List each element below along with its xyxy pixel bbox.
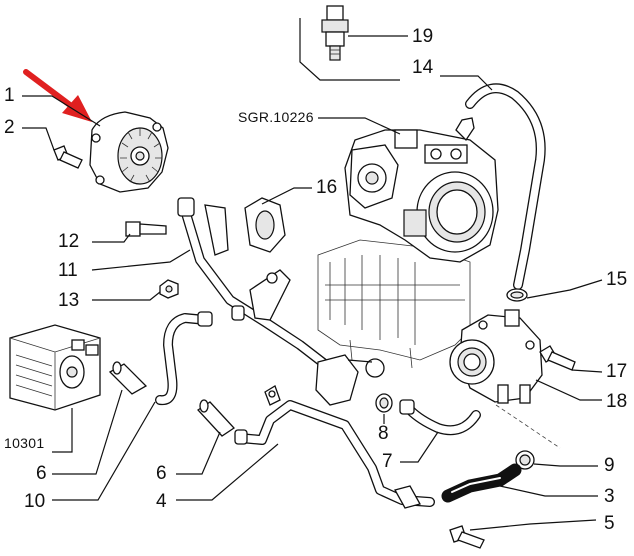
bolt-17 — [539, 345, 576, 371]
bolt-12 — [125, 221, 167, 237]
callout-2: 2 — [4, 117, 15, 138]
callout-18: 18 — [606, 391, 628, 412]
screw-5 — [449, 525, 485, 549]
callout-3: 3 — [604, 486, 615, 507]
callout-15: 15 — [606, 269, 628, 290]
callout-1: 1 — [4, 85, 15, 106]
callout-10: 10 — [24, 491, 46, 512]
throttle-body — [344, 117, 499, 263]
callout-13: 13 — [58, 290, 80, 311]
pipe-4 — [234, 385, 435, 509]
callout-6-right: 6 — [156, 463, 167, 484]
callout-19: 19 — [412, 26, 434, 47]
engine-block-outline — [317, 239, 471, 369]
callout-14: 14 — [412, 57, 434, 78]
callout-17: 17 — [606, 361, 628, 382]
highlight-arrow — [23, 69, 92, 122]
temperature-sensor-19 — [321, 5, 349, 61]
sleeve-6a — [108, 361, 148, 395]
hose-10 — [155, 305, 245, 406]
clamp-8 — [375, 393, 393, 413]
callout-5: 5 — [604, 513, 615, 534]
gasket-16 — [244, 197, 286, 253]
hose-3 — [441, 463, 522, 503]
water-pump-1 — [89, 111, 169, 193]
oil-cooler-10301 — [9, 324, 101, 411]
nut-13 — [159, 279, 179, 299]
callout-9: 9 — [604, 455, 615, 476]
callout-8: 8 — [378, 423, 389, 444]
clamp-9 — [515, 450, 535, 470]
thermostat-housing-18 — [449, 309, 543, 404]
callout-12: 12 — [58, 231, 80, 252]
callout-6-left: 6 — [36, 463, 47, 484]
callout-4: 4 — [156, 491, 167, 512]
hose-14 — [465, 83, 546, 290]
pipe-11 — [177, 197, 385, 406]
hose-7 — [399, 399, 481, 436]
reference-sgr-10226: SGR.10226 — [238, 109, 314, 125]
callout-11: 11 — [58, 260, 78, 281]
screw-2 — [53, 145, 83, 169]
reference-10301: 10301 — [4, 435, 45, 451]
callout-7: 7 — [382, 451, 393, 472]
callout-16: 16 — [316, 177, 338, 198]
sleeve-6b — [197, 399, 235, 437]
clamp-15 — [506, 288, 528, 302]
